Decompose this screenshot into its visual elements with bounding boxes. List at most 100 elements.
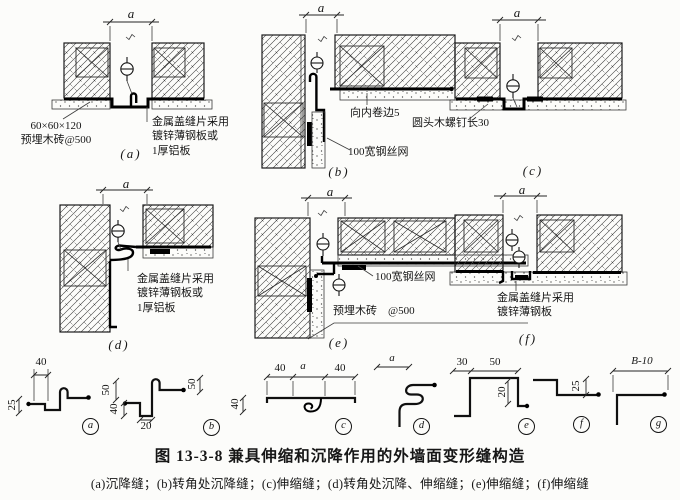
note-screw: 圆头木螺钉长30 — [412, 117, 489, 129]
detail-label-e: (e) — [328, 335, 350, 350]
detail-d-drawing — [59, 186, 214, 333]
plaster-fill — [309, 269, 325, 339]
dim-20: 20 — [496, 386, 508, 398]
wall-hatch — [142, 204, 214, 248]
dim-25: 25 — [6, 399, 18, 411]
rolled-edge — [314, 274, 318, 278]
profile-label-b: b — [203, 419, 220, 436]
extension-lines — [109, 26, 153, 41]
wall-hatch — [337, 217, 456, 256]
dim-B-10: B-10 — [631, 355, 653, 367]
wall-hatch — [454, 214, 504, 273]
cover-hook — [129, 92, 138, 107]
sealant — [527, 96, 543, 102]
profile-label-d: d — [413, 418, 430, 435]
cover-step — [317, 256, 336, 276]
embedded-wood-brick — [63, 249, 107, 287]
profile-label-f: f — [573, 416, 590, 433]
dimension-ticks — [499, 192, 541, 200]
detail-a-drawing — [51, 18, 213, 122]
note-cover-plate: 金属盖缝片采用 镀锌薄钢板或 1厚铝板 — [137, 273, 214, 314]
extension-lines — [307, 202, 346, 216]
metal-cover-strip — [108, 261, 117, 329]
break-mark — [317, 209, 328, 217]
dimension-ticks — [99, 186, 151, 194]
embedded-wood-brick — [153, 47, 186, 78]
embedded-wood-brick — [393, 220, 447, 253]
embedded-wood-brick — [257, 265, 307, 297]
detail-label-a: (a) — [120, 146, 142, 161]
break-mark — [317, 35, 328, 43]
profile-label-a: a — [82, 418, 99, 435]
wall-hatch — [334, 34, 456, 89]
profile-label-e: e — [518, 418, 535, 435]
embedded-wood-brick — [340, 220, 386, 253]
dimension-ticks — [106, 18, 156, 26]
figure-title: 图 13-3-8 兼具伸缩和沉降作用的外墙面变形缝构造 — [154, 448, 526, 465]
embedded-wood-brick — [145, 208, 185, 244]
dim-40: 40 — [274, 362, 286, 374]
screw-symbol — [332, 274, 346, 296]
dim-25: 25 — [570, 380, 582, 392]
break-mark — [119, 205, 130, 213]
wall-hatch — [261, 34, 306, 169]
embedded-wood-brick — [464, 47, 498, 79]
leader-line — [307, 322, 528, 340]
note-embedded-brick: 60×60×120 预埋木砖@500 — [20, 120, 92, 147]
profile-label-g: g — [650, 416, 667, 433]
note-cover-plate: 金属盖缝片采用 镀锌薄钢板 — [497, 292, 574, 319]
rolled-edge — [449, 86, 454, 92]
dim-letter-a: a — [389, 352, 395, 364]
leader-line — [467, 103, 489, 121]
sealant — [515, 275, 528, 279]
screw-symbol — [120, 57, 134, 81]
detail-label-d: (d) — [108, 337, 130, 352]
detail-f-drawing — [449, 192, 628, 291]
dim-40: 40 — [229, 398, 241, 410]
dim-50: 50 — [489, 356, 501, 368]
wall-hatch — [536, 214, 623, 273]
screw-symbol — [505, 229, 519, 251]
profile-d-section — [373, 363, 437, 427]
screw-symbol — [316, 233, 330, 256]
detail-label-b: (b) — [328, 164, 350, 179]
plaster-fill — [311, 111, 326, 169]
detail-c-drawing — [449, 16, 627, 121]
embedded-wood-brick — [339, 45, 385, 87]
profile-a-section — [15, 369, 91, 417]
detail-label-f: (f) — [518, 331, 538, 346]
profile-e-section — [449, 367, 530, 418]
note-cover-plate: 金属盖缝片采用 镀锌薄钢板或 1厚铝板 — [152, 116, 229, 157]
embedded-wood-brick — [75, 47, 109, 78]
screw-symbol — [111, 220, 125, 242]
wall-hatch — [254, 217, 311, 339]
embedded-wood-brick — [263, 102, 304, 138]
embedded-wood-brick — [539, 47, 573, 79]
leader-line — [512, 97, 518, 108]
screw-symbol — [512, 247, 526, 268]
plaster-band — [337, 254, 529, 267]
screw-symbol — [310, 52, 324, 73]
note-hem: 向内卷边5 — [350, 107, 400, 119]
embedded-wood-brick — [463, 219, 499, 253]
metal-cover-strip — [308, 72, 326, 142]
profile-label-c: c — [335, 418, 352, 435]
dim-40: 40 — [35, 356, 47, 368]
sealant — [477, 96, 493, 102]
profile-f-section — [533, 375, 601, 399]
detail-b-drawing — [261, 11, 456, 169]
note-mesh: 100宽钢丝网 — [375, 271, 436, 283]
extension-lines — [102, 194, 148, 204]
dim-40: 40 — [108, 403, 120, 415]
break-mark — [511, 34, 522, 42]
embedded-wood-brick — [539, 219, 575, 253]
figure-legend: (a)沉降缝；(b)转角处沉降缝；(c)伸缩缝；(d)转角处沉降、伸缩缝；(e)… — [90, 477, 590, 491]
dim-50: 50 — [186, 378, 198, 390]
extension-lines — [502, 200, 538, 213]
dimension-ticks — [302, 11, 341, 19]
leader-line — [357, 265, 374, 277]
dim-20: 20 — [140, 420, 152, 432]
sealant — [342, 265, 366, 270]
profile-b-section — [112, 374, 204, 424]
